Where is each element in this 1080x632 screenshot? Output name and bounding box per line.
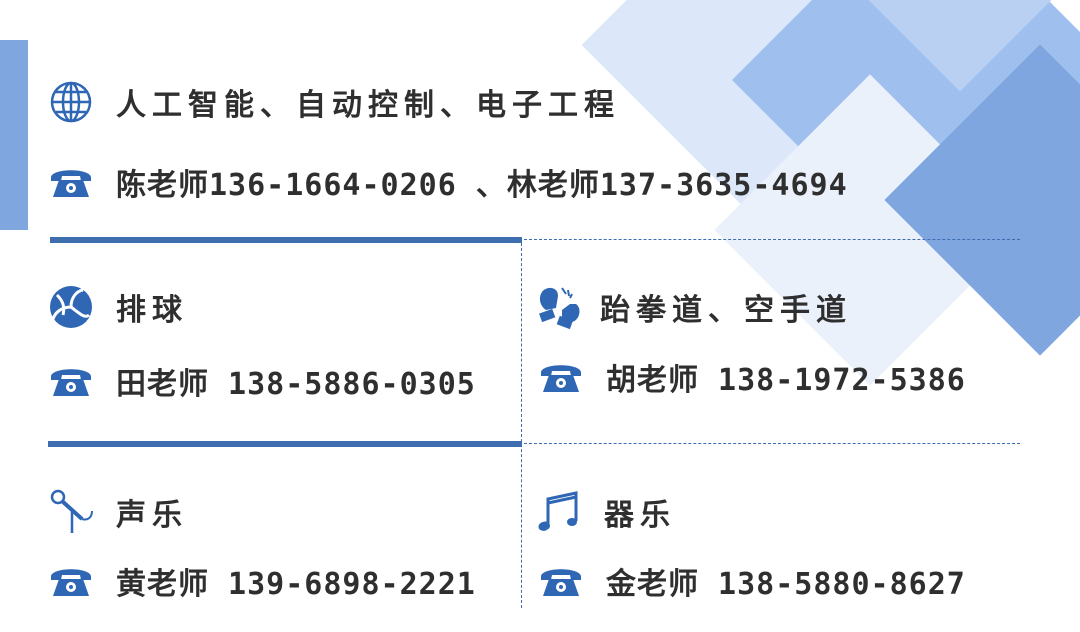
volleyball-title-row: 排球 — [48, 282, 188, 332]
taekwondo-contact: 胡老师 138-1972-5386 — [606, 363, 966, 398]
fields-text: 人工智能、自动控制、电子工程 — [116, 88, 620, 123]
vocal-contact: 黄老师 139-6898-2221 — [116, 567, 476, 602]
microphone-icon — [48, 489, 94, 535]
header-contact-text: 陈老师136-1664-0206 、林老师137-3635-4694 — [116, 168, 848, 203]
taekwondo-title-row: 跆拳道、空手道 — [536, 282, 852, 332]
vocal-title: 声乐 — [116, 498, 188, 533]
volleyball-contact-row: 田老师 138-5886-0305 — [48, 356, 476, 406]
divider-top-solid — [50, 237, 522, 243]
divider-mid-solid — [48, 441, 522, 447]
volleyball-icon — [48, 284, 94, 330]
globe-icon — [48, 79, 94, 125]
fields-row: 人工智能、自动控制、电子工程 — [48, 77, 620, 127]
music-note-icon — [536, 489, 582, 535]
taekwondo-title: 跆拳道、空手道 — [600, 293, 852, 328]
column-divider — [521, 243, 522, 608]
left-accent-bar — [0, 40, 28, 230]
phone-icon — [538, 354, 584, 400]
vocal-title-row: 声乐 — [48, 487, 188, 537]
taekwondo-contact-row: 胡老师 138-1972-5386 — [538, 352, 966, 402]
instrument-title: 器乐 — [604, 498, 676, 533]
instrument-title-row: 器乐 — [536, 487, 676, 537]
divider-mid-dashed — [524, 443, 1020, 444]
instrument-contact: 金老师 138-5880-8627 — [606, 567, 966, 602]
phone-icon — [48, 159, 94, 205]
phone-icon — [538, 558, 584, 604]
volleyball-contact: 田老师 138-5886-0305 — [116, 367, 476, 402]
volleyball-title: 排球 — [116, 293, 188, 328]
divider-top-dashed — [524, 239, 1020, 240]
instrument-contact-row: 金老师 138-5880-8627 — [538, 556, 966, 606]
phone-icon — [48, 558, 94, 604]
phone-icon — [48, 358, 94, 404]
header-contact-row: 陈老师136-1664-0206 、林老师137-3635-4694 — [48, 157, 848, 207]
vocal-contact-row: 黄老师 139-6898-2221 — [48, 556, 476, 606]
boxing-gloves-icon — [536, 284, 582, 330]
